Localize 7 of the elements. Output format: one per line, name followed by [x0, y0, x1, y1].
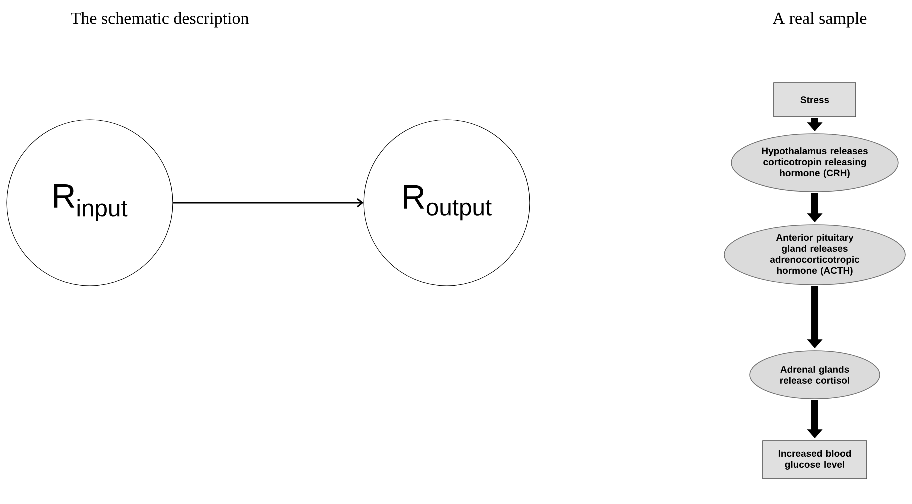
circle-node: R$_{output}$ [364, 120, 530, 286]
right-heading: A real sample [772, 12, 867, 28]
circle-node: R$_{input}$ [6, 120, 174, 286]
arrow [173, 198, 364, 208]
result-box: Increased blood glucose level [762, 440, 868, 480]
left-heading: The schematic description [71, 12, 249, 28]
stress-box: Stress [774, 82, 856, 118]
